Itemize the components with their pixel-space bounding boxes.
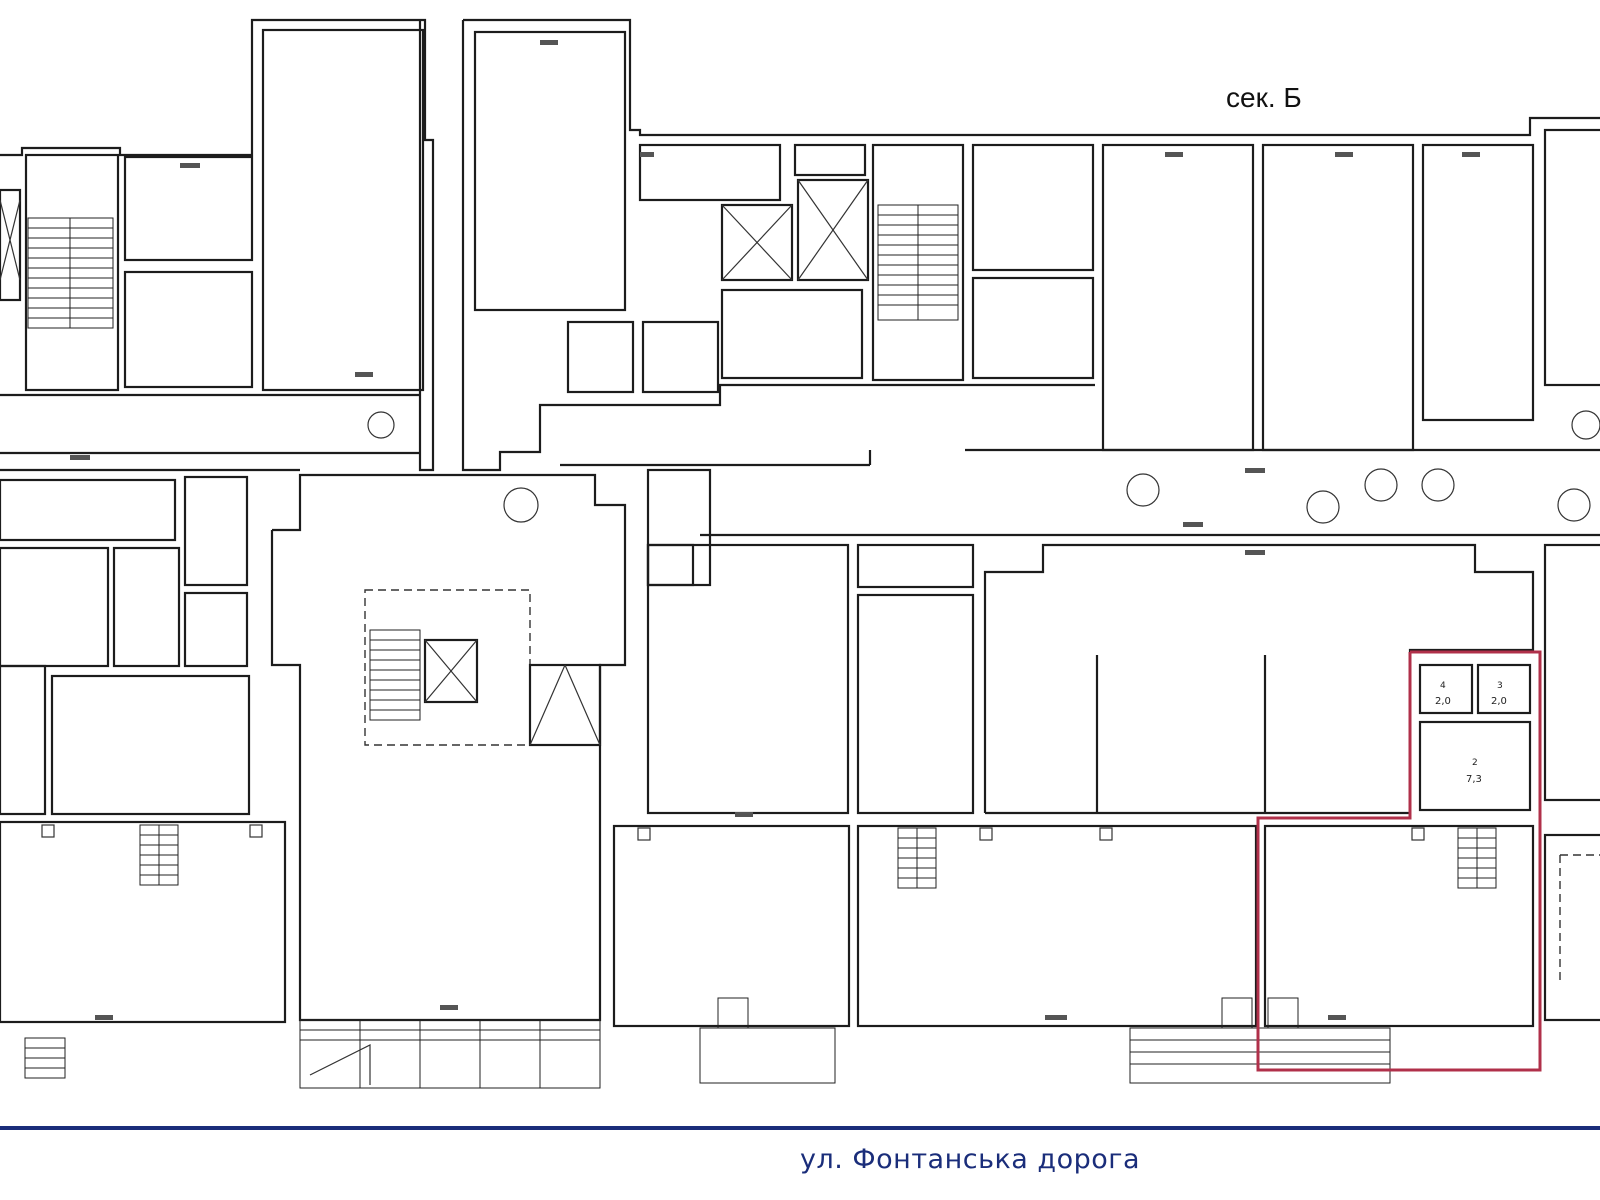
stairs-bottom-3 [1457, 827, 1497, 889]
elevator-lobby [423, 638, 479, 704]
stairs-top [877, 204, 959, 321]
room-mid-left-big [50, 674, 251, 816]
room-mid-left-1 [0, 478, 177, 542]
room-unit-3-no: 3 [1497, 681, 1503, 691]
room-small-1 [793, 143, 867, 177]
room-top-center-1 [473, 30, 627, 312]
room-stair-top [871, 143, 965, 382]
room-mid-open [983, 543, 1535, 815]
room-top-left-2 [123, 155, 254, 262]
room-small-4 [566, 320, 635, 394]
room-small-2 [638, 143, 782, 202]
room-top-b [1261, 143, 1415, 452]
section-label: сек. Б [1226, 82, 1302, 113]
room-unit-3 [1476, 663, 1532, 715]
room-top-a [1101, 143, 1255, 452]
ramp-lobby [528, 663, 602, 747]
columns [41, 824, 1425, 841]
room-mid-left-5 [183, 591, 249, 668]
stairs-left [27, 217, 114, 329]
highlighted-unit-outline [1256, 650, 1542, 1072]
room-small-3 [641, 320, 720, 394]
room-unit-3-area: 2,0 [1491, 696, 1507, 707]
stairs-bottom-1 [139, 824, 179, 886]
room-top-edge [1543, 128, 1600, 387]
stairs-lobby [369, 629, 421, 721]
room-bottom-4 [1263, 824, 1535, 1028]
room-top-left-k [123, 270, 254, 389]
entrance-steps [24, 997, 1391, 1089]
room-unit-2-no: 2 [1472, 758, 1478, 768]
room-stair-left [24, 153, 120, 392]
room-bottom-2 [612, 824, 851, 1028]
room-unit-4-area: 2,0 [1435, 696, 1451, 707]
room-top-7 [971, 143, 1095, 272]
street-label: ул. Фонтанська дорога [800, 1144, 1141, 1175]
dimension-marks [70, 40, 1480, 1020]
room-bottom-edge [1543, 833, 1600, 1022]
room-unit-4-no: 4 [1440, 681, 1446, 691]
room-mid-small-b [646, 543, 695, 587]
room-bottom-3 [856, 824, 1258, 1028]
room-top-c [1421, 143, 1535, 422]
room-mid-left-2 [183, 475, 249, 587]
room-mid-left-3 [0, 546, 110, 668]
room-unit-2 [1418, 720, 1532, 812]
elevator-2 [796, 178, 870, 282]
void-area [364, 589, 531, 746]
room-mid-e [856, 593, 975, 815]
grid-markers [367, 410, 1600, 524]
wall-central-lobby [270, 473, 627, 1022]
room-edge-left [0, 188, 22, 302]
street-line [0, 1126, 1600, 1130]
room-top-k2 [971, 276, 1095, 380]
room-mid-left-4 [112, 546, 181, 668]
wall-top-center [461, 20, 1095, 472]
room-bottom-1 [0, 820, 287, 1024]
room-mid-d [856, 543, 975, 589]
room-top-tall-1 [261, 28, 425, 392]
stairs-bottom-2 [897, 827, 937, 889]
room-mid-edge [1543, 543, 1600, 802]
room-unit-2-area: 7,3 [1466, 774, 1482, 785]
room-mid-left-edge [0, 664, 47, 816]
room-mid-small-a [646, 468, 712, 587]
elevator-1 [720, 203, 794, 282]
room-small-12 [720, 288, 864, 380]
room-unit-4 [1418, 663, 1474, 715]
wall-top-left [0, 18, 435, 472]
